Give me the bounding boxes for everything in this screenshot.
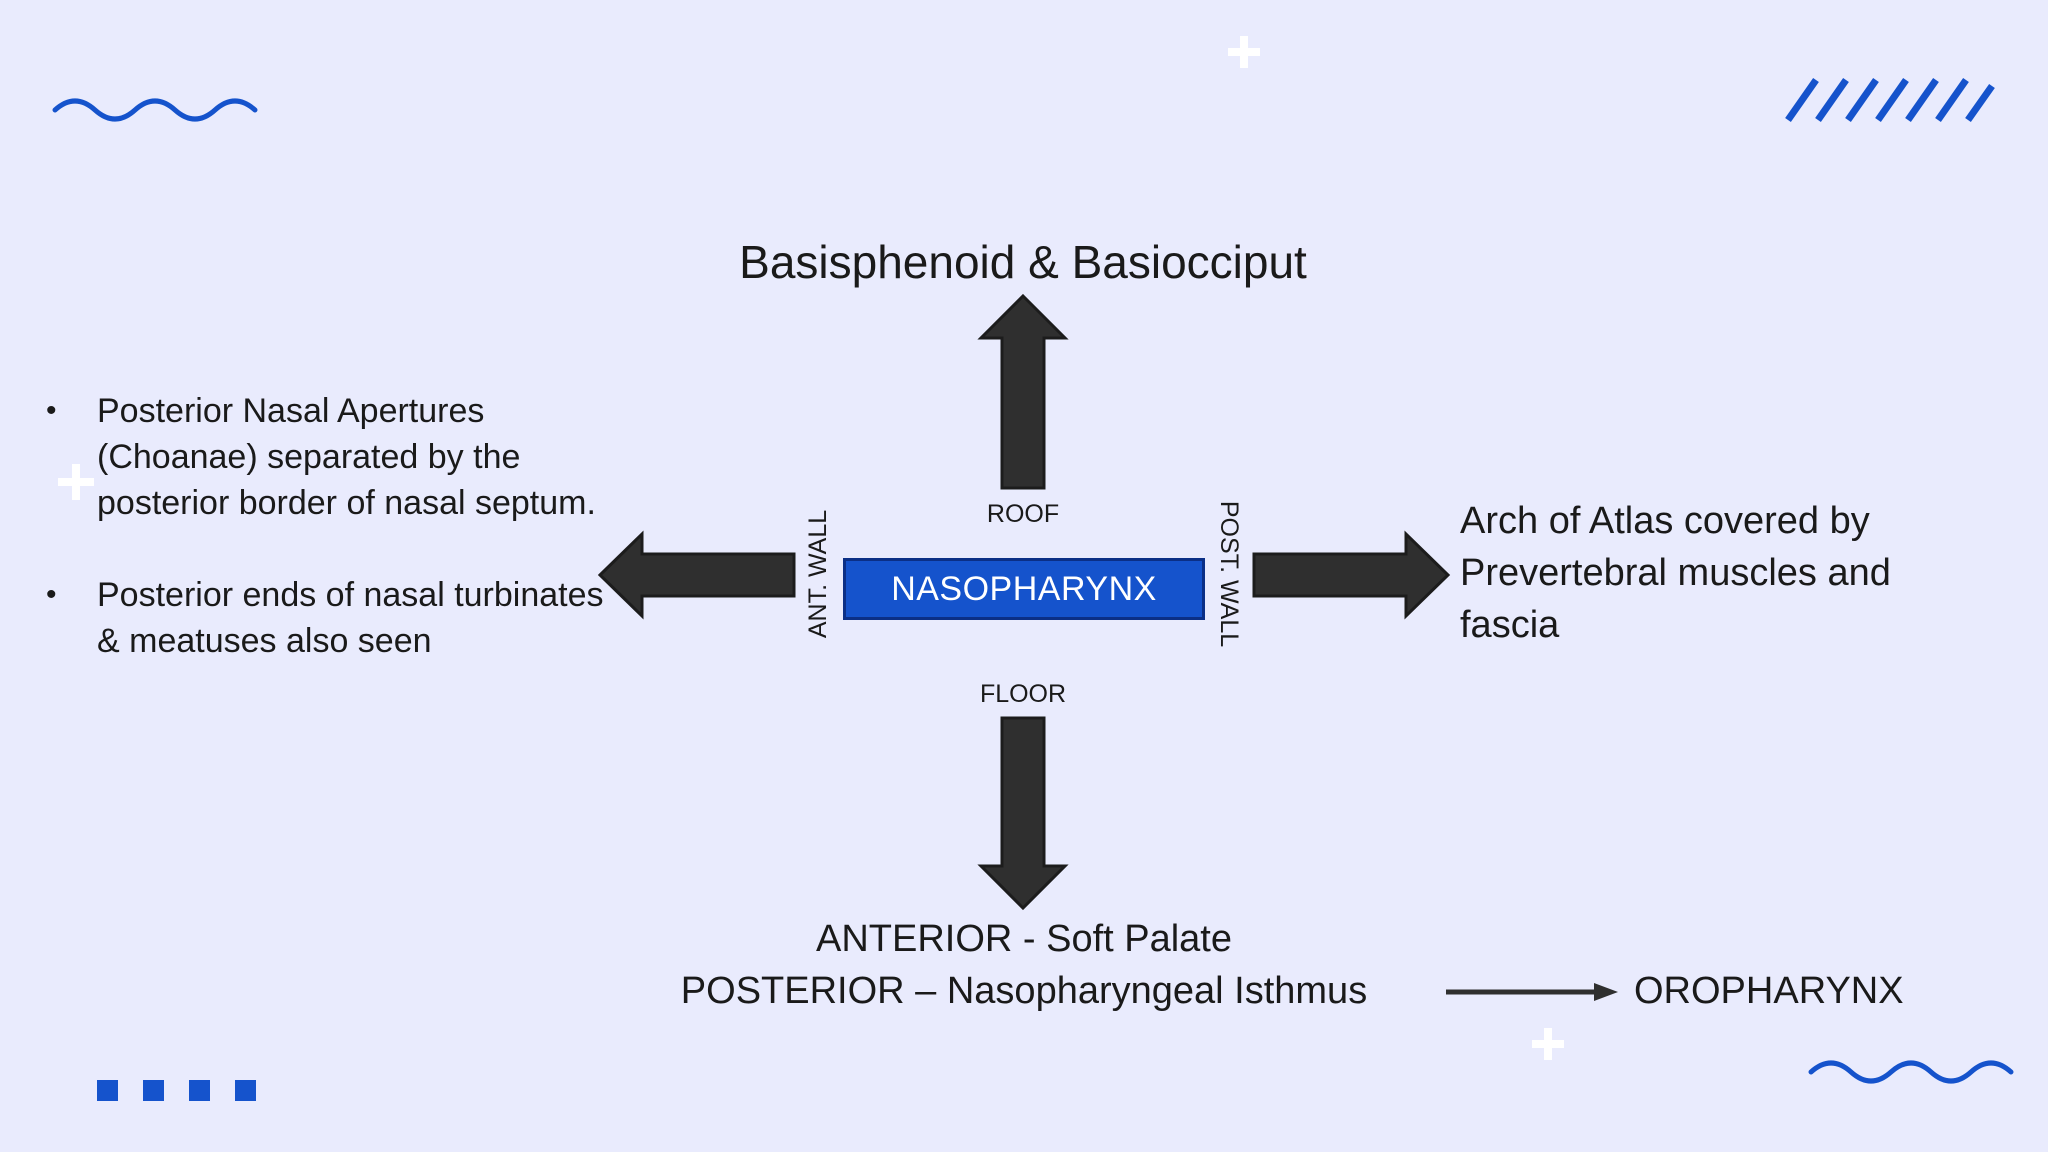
posterior-wall-label: POST. WALL	[1215, 500, 1243, 648]
square-dot-icon	[143, 1080, 164, 1101]
arrow-down-icon	[977, 716, 1069, 911]
roof-label: ROOF	[986, 500, 1060, 528]
roof-description: Basisphenoid & Basiocciput	[739, 236, 1307, 288]
plus-icon	[58, 464, 94, 500]
plus-icon	[1532, 1028, 1564, 1060]
square-dot-icon	[235, 1080, 256, 1101]
floor-line: POSTERIOR – Nasopharyngeal Isthmus	[680, 970, 1368, 1012]
anterior-wall-point: Posterior ends of nasal turbinates & mea…	[97, 576, 604, 660]
bullet-icon: •	[46, 394, 57, 427]
arrow-right-icon	[1252, 530, 1451, 620]
arrow-up-icon	[977, 293, 1069, 490]
anterior-wall-list: • Posterior Nasal Apertures (Choanae) se…	[40, 388, 630, 710]
posterior-wall-description: Arch of Atlas covered by Prevertebral mu…	[1460, 500, 1891, 646]
list-item: • Posterior ends of nasal turbinates & m…	[40, 572, 630, 664]
list-item: • Posterior Nasal Apertures (Choanae) se…	[40, 388, 630, 526]
oropharynx-label: OROPHARYNX	[1634, 970, 1904, 1012]
wave-top-left-icon	[52, 98, 258, 122]
floor-line: ANTERIOR - Soft Palate	[815, 918, 1232, 960]
anterior-wall-point: Posterior Nasal Apertures (Choanae) sepa…	[97, 392, 596, 522]
nasopharynx-box: NASOPHARYNX	[843, 558, 1205, 620]
arrow-left-icon	[597, 530, 796, 620]
floor-description: ANTERIOR - Soft Palate POSTERIOR – Nasop…	[620, 913, 1428, 1017]
anterior-wall-label: ANT. WALL	[804, 509, 832, 639]
plus-icon	[1228, 36, 1260, 68]
wave-bottom-right-icon	[1808, 1060, 2014, 1084]
square-dot-icon	[97, 1080, 118, 1101]
square-dot-icon	[189, 1080, 210, 1101]
arrow-right-thin-icon	[1446, 983, 1618, 1001]
bullet-icon: •	[46, 578, 57, 611]
diagonal-stripes-icon	[1785, 77, 1995, 123]
floor-label: FLOOR	[979, 680, 1067, 708]
